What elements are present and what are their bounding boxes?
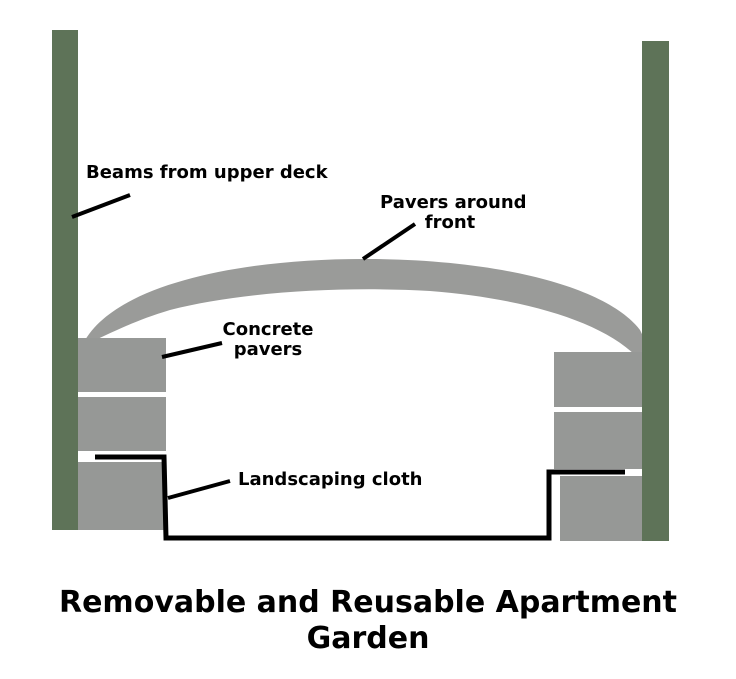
front-pavers-label-line2: front: [424, 212, 476, 233]
front-pavers-label-line1: Pavers around: [380, 192, 527, 213]
cloth-leader-line: [167, 479, 231, 500]
concrete-pavers-label-line2: pavers: [233, 339, 303, 360]
title-line1: Removable and Reusable Apartment: [58, 585, 678, 620]
left-paver-bottom: [78, 462, 166, 530]
concrete-pavers-label: Concrete pavers: [218, 320, 318, 360]
left-paver-top: [78, 338, 166, 392]
front-pavers-label: Pavers around front: [380, 192, 527, 233]
diagram-title: Removable and Reusable Apartment Garden: [0, 585, 736, 657]
left-beam: [52, 30, 78, 530]
left-paver-middle: [78, 397, 166, 451]
concrete-pavers-leader-line: [161, 341, 223, 359]
landscaping-cloth: [95, 454, 625, 541]
right-paver-bottom: [560, 476, 642, 541]
right-paver-top: [554, 352, 642, 407]
beams-leader-line: [71, 193, 131, 219]
right-paver-middle: [554, 412, 642, 469]
right-beam: [642, 41, 669, 541]
beams-label: Beams from upper deck: [86, 162, 328, 183]
front-pavers-leader-line: [361, 222, 417, 261]
landscaping-cloth-label: Landscaping cloth: [238, 469, 423, 490]
front-pavers-arch: [82, 258, 645, 356]
concrete-pavers-label-line1: Concrete: [222, 319, 314, 340]
title-line2: Garden: [306, 621, 430, 656]
